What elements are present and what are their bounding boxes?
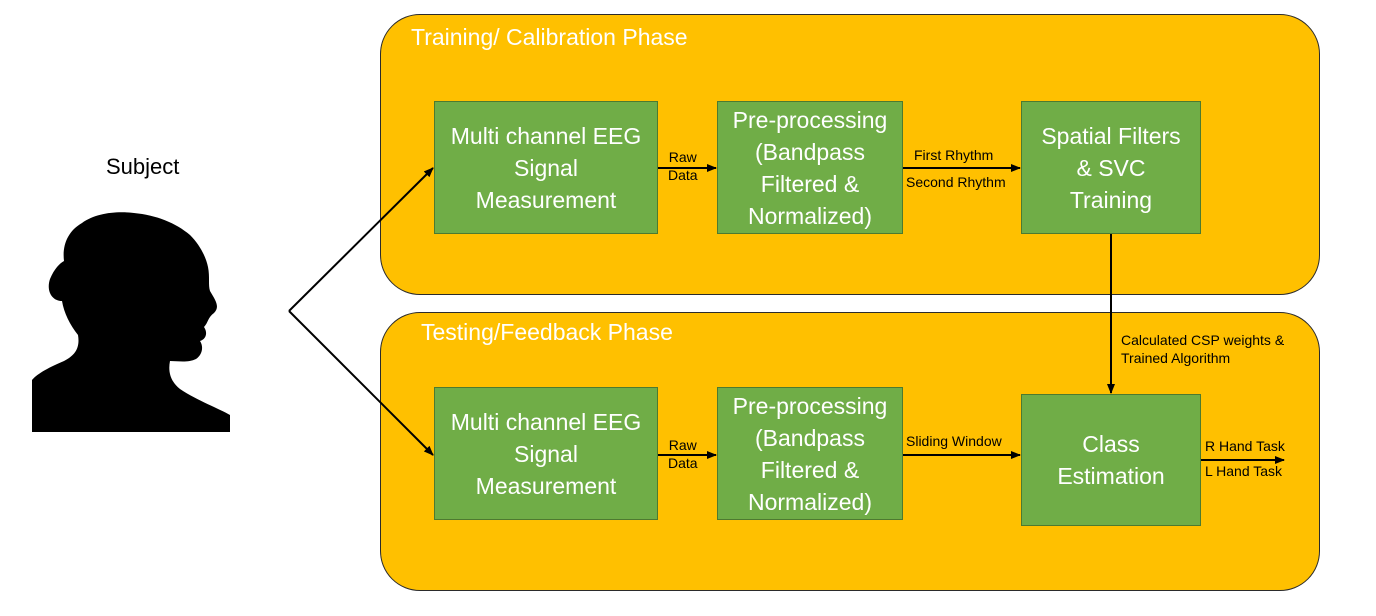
first-rhythm-label: First Rhythm — [914, 147, 994, 163]
testing-preprocess-label: Pre-processing (Bandpass Filtered & Norm… — [732, 392, 888, 515]
r-hand-task-label: R Hand Task — [1205, 438, 1285, 454]
subject-to-training-arrow — [288, 167, 434, 312]
second-rhythm-label: Second Rhythm — [906, 174, 1006, 190]
subject-silhouette-icon — [32, 212, 230, 432]
training-preprocess-label: Pre-processing (Bandpass Filtered & Norm… — [732, 106, 888, 229]
sliding-window-label: Sliding Window — [906, 433, 1002, 449]
training-eeg-label: Multi channel EEG Signal Measurement — [450, 122, 642, 213]
testing-preprocess-box: Pre-processing (Bandpass Filtered & Norm… — [717, 387, 903, 520]
subject-to-testing-arrow — [288, 310, 434, 456]
csp-weights-label: Calculated CSP weights & Trained Algorit… — [1121, 332, 1285, 366]
testing-raw-data-label: Raw Data — [668, 437, 698, 471]
training-spatial-label: Spatial Filters & SVC Training — [1041, 122, 1181, 213]
testing-eeg-box: Multi channel EEG Signal Measurement — [434, 387, 658, 520]
testing-phase-title: Testing/Feedback Phase — [421, 319, 673, 345]
training-raw-data-label: Raw Data — [668, 149, 698, 183]
training-spatial-box: Spatial Filters & SVC Training — [1021, 101, 1201, 234]
class-estimation-box: Class Estimation — [1021, 394, 1201, 526]
training-preprocess-box: Pre-processing (Bandpass Filtered & Norm… — [717, 101, 903, 234]
subject-label: Subject — [106, 154, 180, 179]
testing-eeg-label: Multi channel EEG Signal Measurement — [450, 408, 642, 499]
l-hand-task-label: L Hand Task — [1205, 463, 1283, 479]
training-phase-title: Training/ Calibration Phase — [411, 24, 688, 50]
class-estimation-label: Class Estimation — [1057, 431, 1165, 489]
training-eeg-box: Multi channel EEG Signal Measurement — [434, 101, 658, 234]
